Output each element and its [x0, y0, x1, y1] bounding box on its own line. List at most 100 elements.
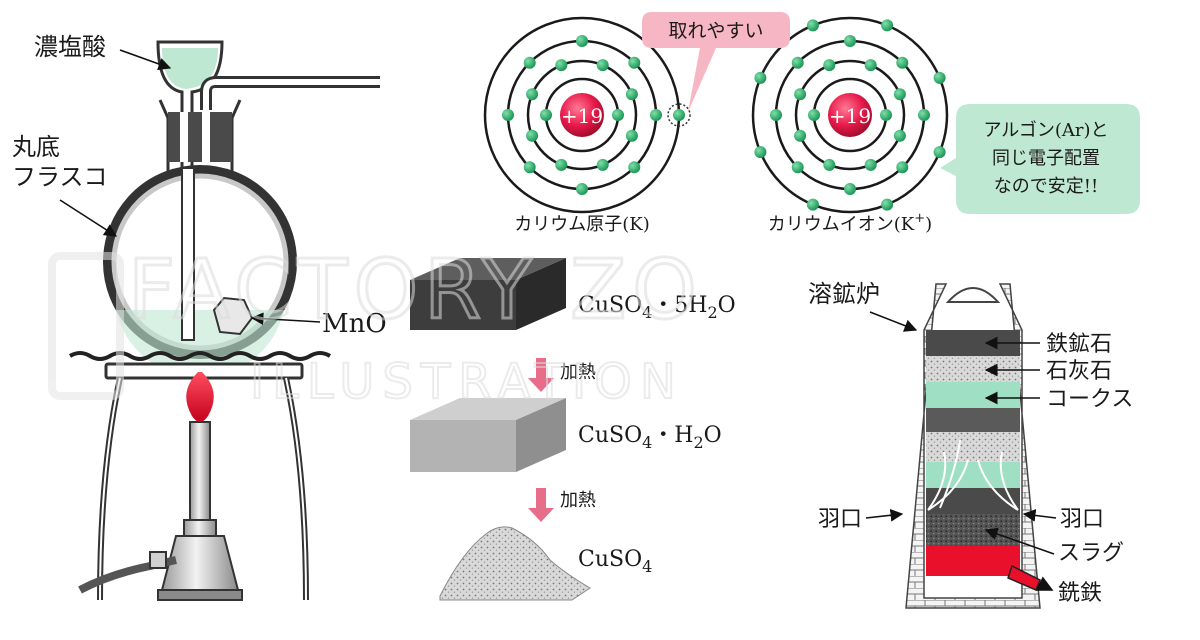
electron: [933, 146, 946, 159]
electron: [555, 59, 568, 72]
electron: [808, 109, 820, 121]
heat-label-1: 加熱: [560, 362, 596, 383]
electron: [576, 183, 588, 195]
anhydrous-formula: CuSO4: [578, 547, 652, 576]
electron: [823, 59, 836, 72]
electron: [523, 56, 536, 69]
electron-shell-2: [794, 59, 906, 171]
pentahydrate-formula-p1: 4: [642, 303, 652, 322]
electron: [864, 59, 877, 72]
electron: [502, 109, 514, 121]
watermark-line2: ILLUSTRATION: [250, 354, 684, 410]
layer-limestone-label: 石灰石: [1046, 359, 1112, 384]
layer-coke: [926, 382, 1020, 408]
watermark-logo-box: [48, 252, 124, 400]
electron: [918, 109, 930, 121]
tuyere-right-label: 羽口: [1060, 507, 1104, 532]
heat-label-2: 加熱: [560, 490, 596, 511]
callout-stable: アルゴン(Ar)と 同じ電子配置 なので安定!!: [940, 104, 1140, 214]
electron: [893, 129, 906, 142]
callout-easy-to-remove: 取れやすい: [642, 12, 790, 112]
potassium-ion-model: +19 カリウムイオン(K+): [751, 16, 949, 235]
pentahydrate-formula-p0: CuSO: [578, 293, 642, 318]
ion-electron-shells: [751, 16, 949, 214]
layer-iron-ore-label: 鉄鉱石: [1046, 332, 1112, 357]
charging-bell: [945, 287, 1001, 303]
callout-stable-line1: アルゴン(Ar)と: [983, 120, 1108, 141]
ion-caption: カリウムイオン(K+): [768, 211, 932, 235]
burner-flame: [186, 372, 214, 422]
anhydrous-formula-p0: CuSO: [578, 547, 642, 572]
electron: [893, 88, 906, 101]
layer-coke-label: コークス: [1046, 387, 1133, 412]
watermark: FACTORY ZO ILLUSTRATION: [48, 242, 703, 411]
flask-label-line1: 丸底: [12, 133, 60, 161]
electron: [791, 161, 804, 174]
electron: [596, 59, 609, 72]
ion-nucleus-charge: +19: [829, 104, 871, 128]
heat-arrow-2: [528, 488, 554, 522]
electron: [625, 129, 638, 142]
electron: [650, 109, 662, 121]
blast-furnace: 溶鉱炉 鉄鉱石 石灰石 コークス 羽口 羽口 スラグ 銑鉄: [808, 280, 1133, 609]
monohydrate-formula: CuSO4・H2O: [578, 423, 722, 452]
atom-nucleus-charge: +19: [561, 104, 603, 128]
electron: [791, 56, 804, 69]
callout-stable-line3: なので安定!!: [994, 176, 1098, 197]
electron: [896, 56, 909, 69]
electron: [933, 71, 946, 84]
electron: [844, 183, 856, 195]
atom-electron-shells: [483, 16, 685, 214]
anhydrous-formula-p1: 4: [642, 557, 652, 576]
pentahydrate-block: [410, 258, 566, 280]
wire-gauze: [68, 351, 332, 361]
electron: [576, 35, 588, 47]
chlorine-generation-apparatus: 濃塩酸 丸底 フラスコ MnO: [12, 33, 387, 601]
electron: [896, 161, 909, 174]
mno2-label: MnO: [322, 309, 387, 339]
electron: [844, 35, 856, 47]
molten-iron-layer: [926, 546, 1020, 576]
pentahydrate-formula-p2: ・5H: [652, 293, 707, 318]
acid-label: 濃塩酸: [34, 33, 106, 61]
electron: [526, 129, 539, 142]
electron: [806, 198, 819, 211]
electron: [770, 109, 782, 121]
electron: [526, 88, 539, 101]
electron: [794, 129, 807, 142]
monohydrate-formula-p0: CuSO: [578, 423, 642, 448]
electron-shell-4: [751, 16, 949, 214]
conc-hcl-liquid: [162, 48, 218, 89]
electron: [823, 158, 836, 171]
electron: [806, 19, 819, 32]
pentahydrate-formula-p3: 2: [707, 303, 717, 322]
pentahydrate-formula-p4: O: [718, 293, 736, 318]
electron: [540, 109, 552, 121]
watermark-line1: FACTORY ZO: [128, 243, 703, 338]
monohydrate-formula-p3: 2: [693, 433, 703, 452]
electron: [628, 161, 641, 174]
rubber-stopper: [168, 112, 232, 162]
flask-label-line2: フラスコ: [12, 163, 108, 191]
electron: [881, 198, 894, 211]
electron: [612, 109, 624, 121]
electron: [555, 158, 568, 171]
potassium-atom-model: +19 カリウム原子(K): [483, 16, 691, 235]
electron: [880, 109, 892, 121]
slag-label: スラグ: [1058, 541, 1124, 566]
ion-nucleus: [828, 93, 872, 137]
atom-nucleus: [560, 93, 604, 137]
monohydrate-formula-p4: O: [704, 423, 722, 448]
anhydrous-powder-pile: [439, 526, 591, 601]
electron: [881, 19, 894, 32]
heat-arrow-1: [528, 358, 554, 392]
electron: [625, 88, 638, 101]
delivery-tube: [200, 76, 380, 110]
monohydrate-formula-p2: ・H: [652, 423, 693, 448]
valence-electron-highlight: [667, 103, 691, 127]
ion-caption-main: カリウムイオン(K: [768, 214, 915, 235]
pig-iron-label: 銑鉄: [1058, 581, 1102, 606]
electron: [628, 56, 641, 69]
